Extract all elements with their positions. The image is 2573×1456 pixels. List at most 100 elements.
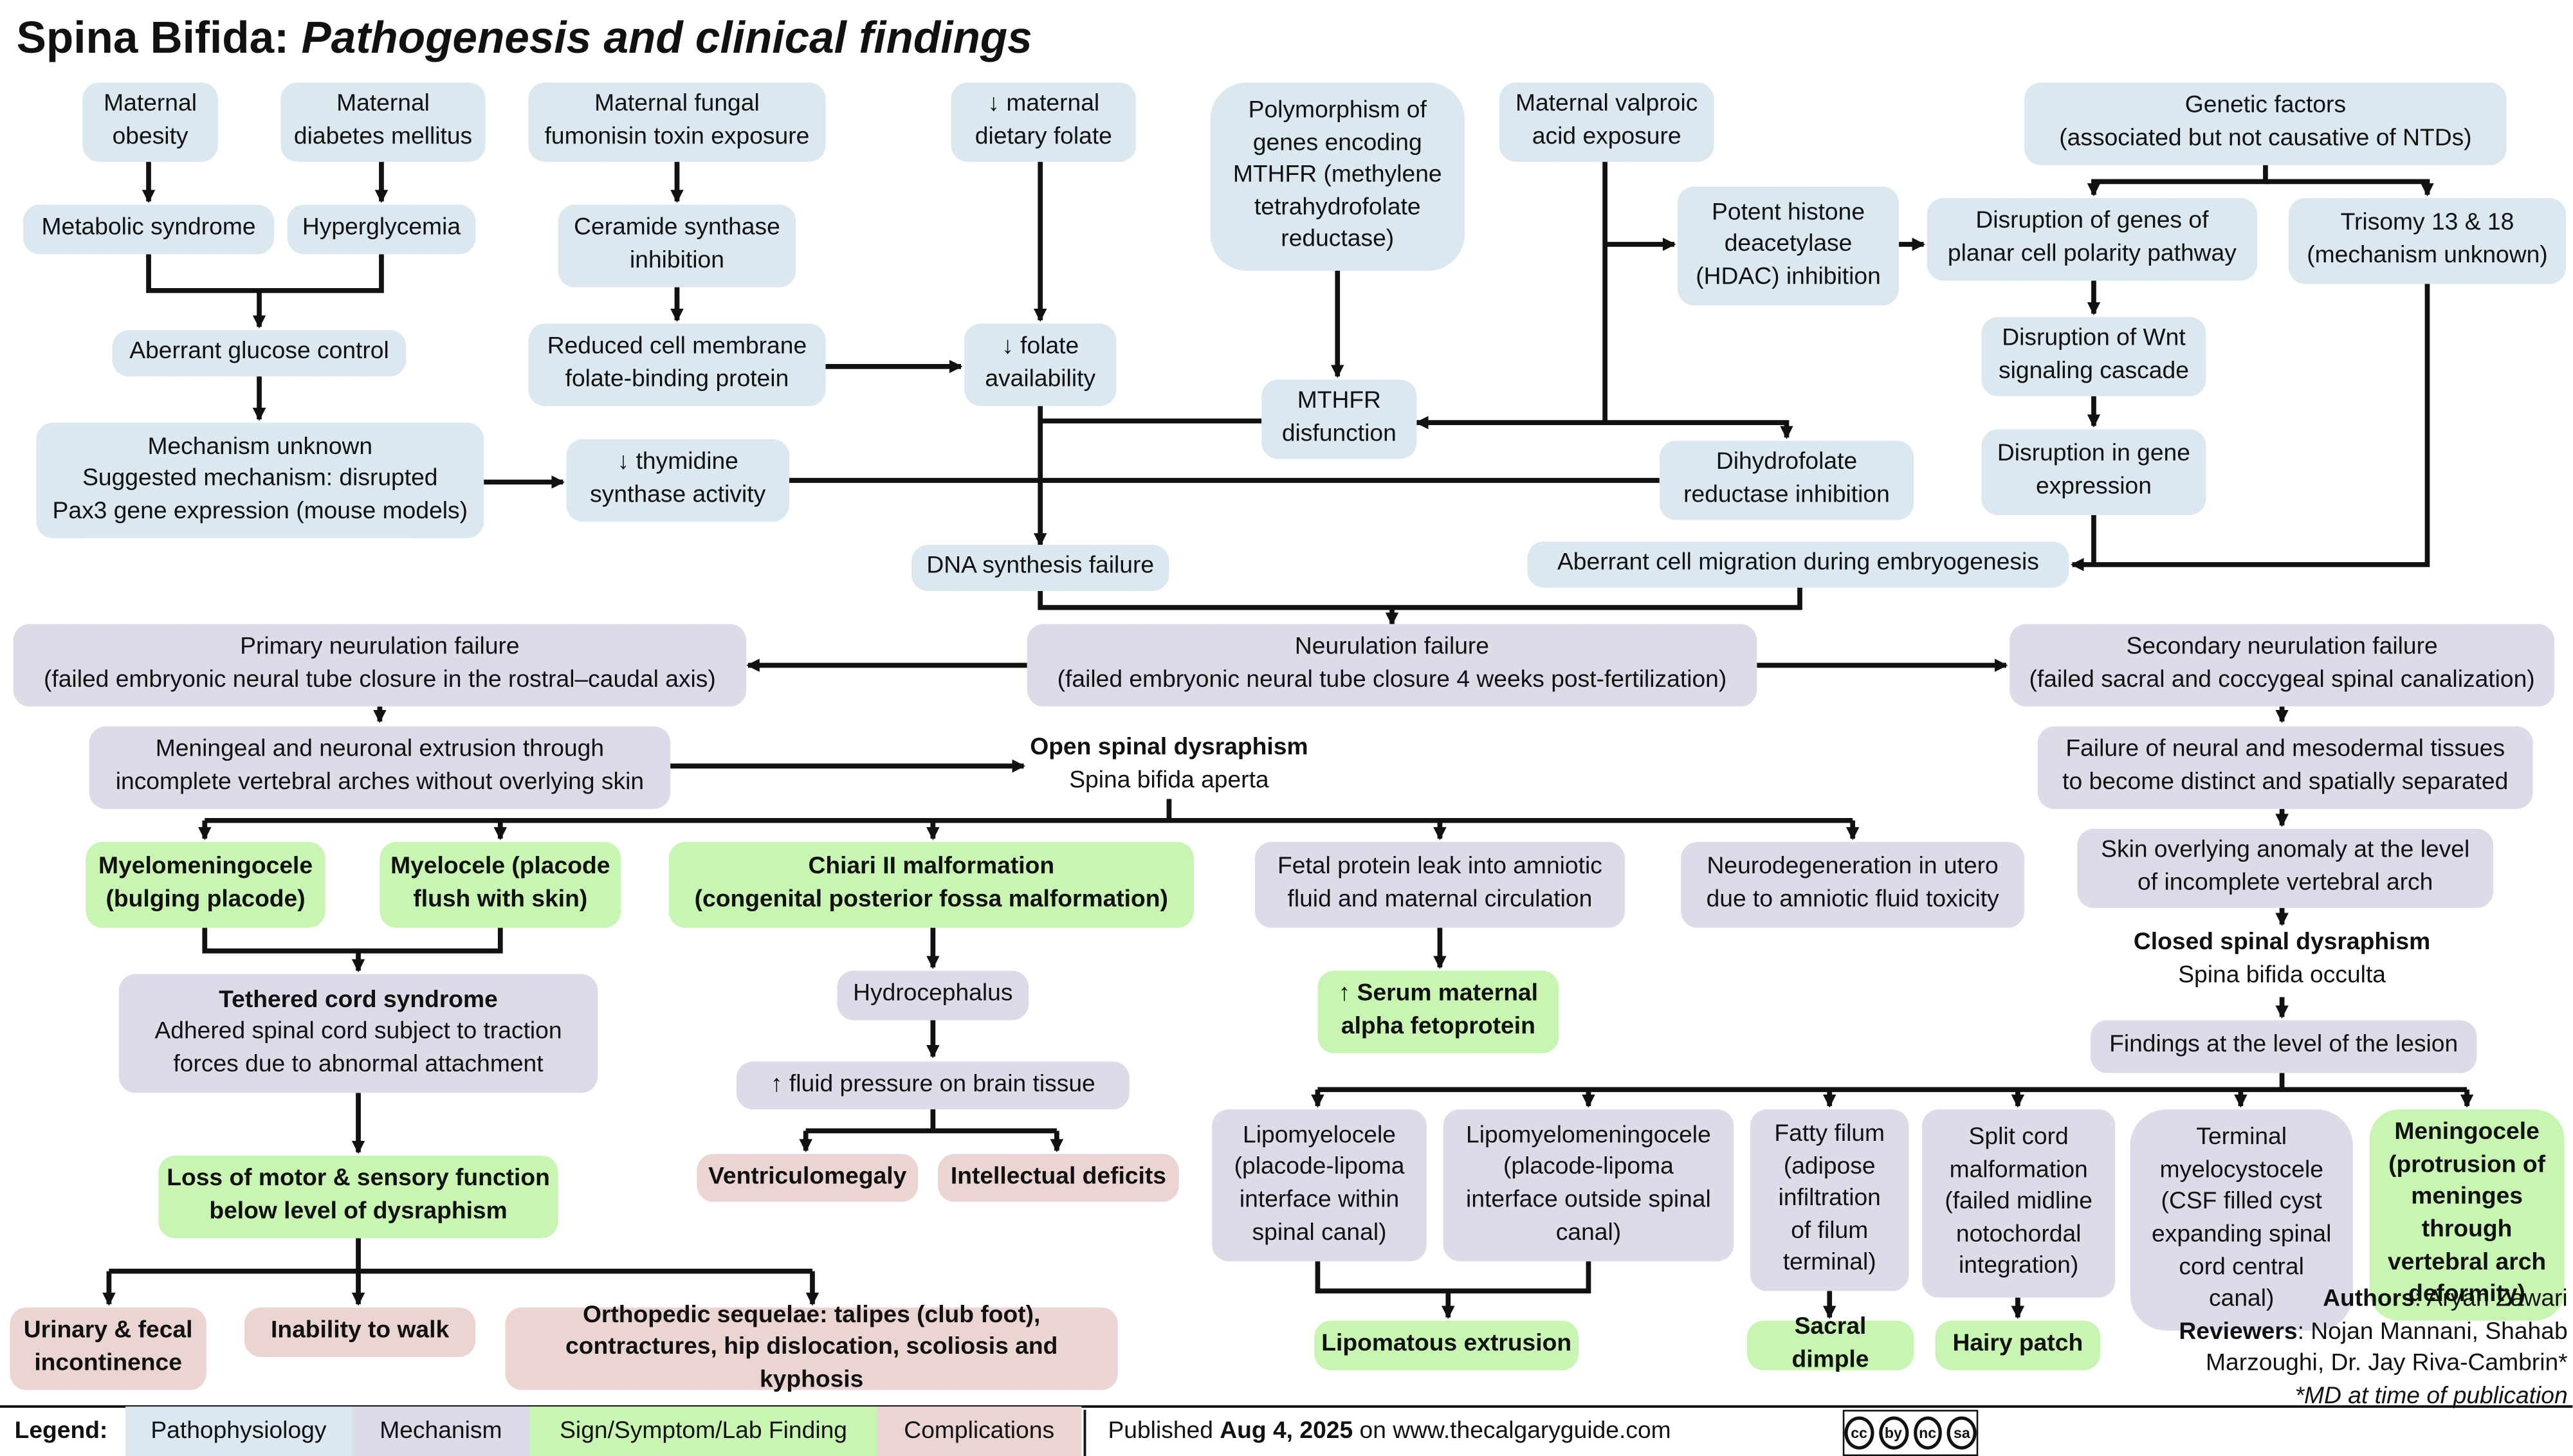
box-text-line: Maternal valproic [1515,91,1698,118]
box-text-line: cord central [2179,1253,2304,1280]
box-text-line: Meningocele [2394,1120,2540,1147]
box-text-line: (failed midline [1945,1188,2092,1215]
box-text-line: MTHFR [1297,388,1381,415]
box-text-line: Reduced cell membrane [547,334,807,361]
legend-label: Legend: [14,1418,108,1445]
box-text-line: Hyperglycemia [302,215,461,242]
box-text-line: Orthopedic sequelae: talipes (club foot)… [582,1302,1041,1329]
box-text-line: through [2421,1216,2513,1243]
fumonisin-exposure-box: Maternal fungal fumonisin toxin exposure [528,82,826,162]
box-text-line: folate-binding protein [565,366,789,393]
box-text-line: Urinary & fecal [23,1318,193,1345]
box-text-line: (placode-lipoma [1234,1154,1405,1181]
tethered-cord-line: forces due to abnormal attachment [173,1051,544,1078]
box-text-line: Fetal protein leak into amniotic [1277,854,1602,881]
published-date: Aug 4, 2025 [1220,1418,1353,1445]
reviewers-line2: Marzoughi, Dr. Jay Riva-Cambrin* [2206,1351,2568,1378]
membrane-folate-box: Reduced cell membrane folate-binding prot… [528,323,826,406]
box-text-line: Failure of neural and mesodermal tissues [2065,737,2505,764]
tethered-cord-line: Adhered spinal cord subject to traction [154,1019,562,1046]
box-text-line: meninges [2411,1184,2523,1211]
box-text-line: Metabolic syndrome [41,215,256,242]
box-text-line: expression [2035,473,2152,500]
inability-to-walk-box: Inability to walk [244,1307,476,1358]
legend-complications: Complications [877,1406,1082,1456]
tethered-cord-box: Tethered cord syndrome Adhered spinal co… [118,974,598,1093]
box-text-line: fumonisin toxin exposure [544,123,810,150]
box-text-line: Aberrant glucose control [129,338,389,365]
box-text-line: (congenital posterior fossa malformation… [694,886,1168,913]
primary-neurulation-box: Primary neurulation failure(failed embry… [13,624,747,707]
closed-dysraphism-subtitle: Spina bifida occulta [2178,962,2386,989]
reviewers-label: Reviewers [2179,1318,2298,1345]
box-text-line: Disruption of genes of [1975,208,2209,235]
box-text-line: Inability to walk [271,1318,450,1345]
box-text-line: Disruption in gene [1997,441,2190,468]
box-text-line: Ceramide synthase [574,215,780,242]
box-text-line: (failed sacral and coccygeal spinal cana… [2029,667,2535,694]
box-text-line: to become distinct and spatially separat… [2062,769,2509,796]
myelomeningocele-box: Myelomeningocele(bulging placode) [86,842,325,928]
box-text-line: incontinence [34,1350,182,1377]
authors-credits: Authors: Aryan Zawari Reviewers: Nojan M… [2179,1284,2567,1414]
box-text-line: Hairy patch [1952,1331,2083,1358]
box-text-line: (adipose [1783,1153,1876,1180]
box-text-line: reductase) [1281,226,1395,253]
box-text-line: of filum [1791,1217,1869,1244]
box-text-line: (CSF filled cyst [2161,1189,2322,1216]
box-text-line: Ventriculomegaly [708,1163,907,1190]
box-text-line: signaling cascade [1998,358,2189,385]
box-text-line: ↑ Serum maternal [1338,981,1538,1008]
box-text-line: disfunction [1281,421,1396,448]
authors-value: : Aryan Zawari [2414,1286,2568,1313]
box-text-line: myelocystocele [2159,1157,2323,1184]
box-text-line: below level of dysraphism [209,1198,508,1225]
tissue-separation-box: Failure of neural and mesodermal tissues… [2037,726,2533,809]
trisomy-box: Trisomy 13 & 18(mechanism unknown) [2288,198,2567,284]
box-text-line: expanding spinal [2152,1221,2332,1248]
genetic-factors-box: Genetic factors(associated but not causa… [2024,82,2507,165]
box-text-line: inhibition [629,248,724,275]
box-text-line: Maternal fungal [594,91,760,118]
box-text-line: Meningeal and neuronal extrusion through [155,737,605,764]
box-text-line: (bulging placode) [105,886,306,913]
box-text-line: infiltration [1778,1185,1881,1212]
ventriculomegaly-box: Ventriculomegaly [697,1154,919,1202]
box-text-line: Sacral dimple [1791,1315,1869,1374]
box-text-line: integration) [1959,1253,2079,1280]
box-text-line: (HDAC) inhibition [1696,264,1881,291]
box-text-line: Intellectual deficits [950,1163,1166,1190]
box-text-line: (associated but not causative of NTDs) [2059,125,2472,152]
box-text-line: Suggested mechanism: disrupted [82,466,438,493]
secondary-neurulation-box: Secondary neurulation failure(failed sac… [2010,624,2555,707]
cc-icon: cc [1844,1416,1874,1450]
box-text-line: Neurulation failure [1294,634,1490,661]
box-text-line: canal) [2209,1286,2275,1313]
box-text-line: incomplete vertebral arches without over… [115,769,645,796]
sa-icon: sa [1947,1416,1977,1450]
box-text-line: (failed embryonic neural tube closure in… [43,667,716,694]
box-text-line: vertebral arch [2387,1249,2547,1276]
box-text-line: interface outside spinal [1466,1187,1711,1214]
metabolic-syndrome-box: Metabolic syndrome [23,205,275,255]
legend-mechanism: Mechanism [351,1406,531,1456]
box-text-line: Trisomy 13 & 18 [2340,210,2514,237]
box-text-line: Mechanism unknown [147,433,373,460]
glucose-control-box: Aberrant glucose control [112,330,407,377]
